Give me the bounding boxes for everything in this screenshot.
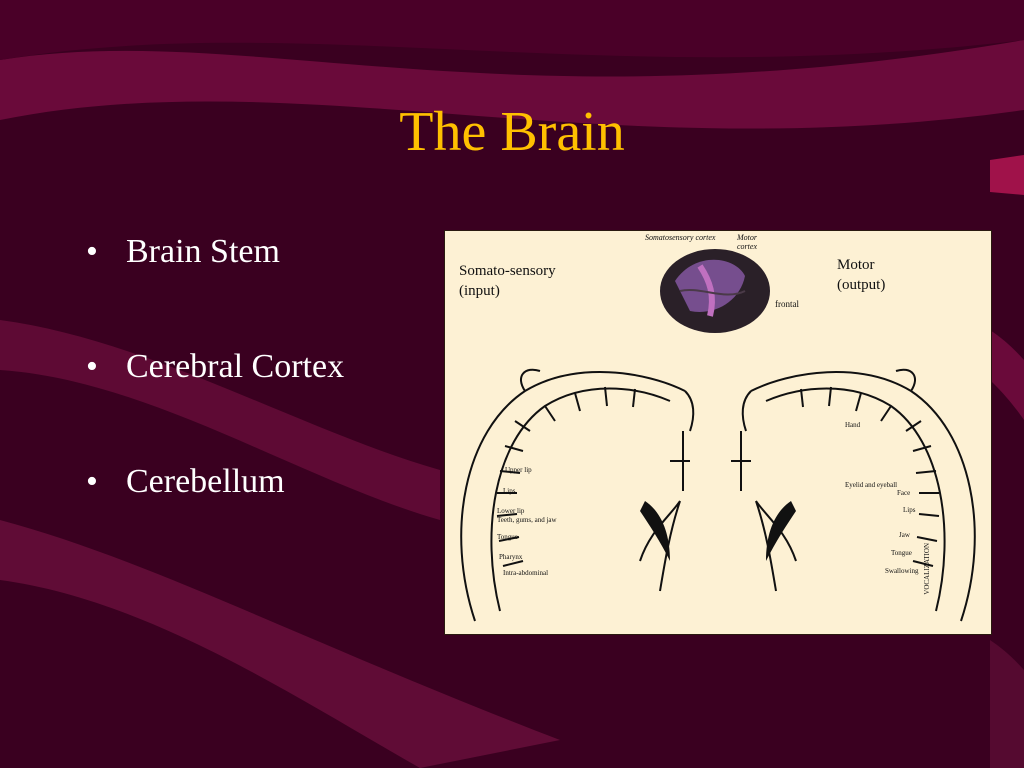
motor-part-label: Lips xyxy=(903,506,916,514)
bullet-icon: • xyxy=(86,348,98,385)
motor-ticks xyxy=(800,386,940,567)
brain-illustration xyxy=(660,249,770,333)
motor-label: Motor xyxy=(837,257,875,273)
motor-part-label: VOCALIZATION xyxy=(923,543,931,595)
somatosensory-sub: (input) xyxy=(459,283,500,299)
sensory-ticks xyxy=(496,386,636,567)
cortex-left-label: Somatosensory cortex xyxy=(645,233,716,242)
bullet-list: • Brain Stem • Cerebral Cortex • Cerebellum xyxy=(86,225,344,570)
sensory-part-label: Teeth, gums, and jaw xyxy=(497,516,557,524)
bullet-text: Cerebral Cortex xyxy=(126,348,345,385)
sensory-part-label: Pharynx xyxy=(499,553,523,561)
motor-part-label: Hand xyxy=(845,421,861,429)
sensory-hemisphere xyxy=(460,368,695,622)
sensory-part-label: Lower lip xyxy=(497,507,525,515)
homunculus-drawing xyxy=(460,249,976,622)
bullet-text: Brain Stem xyxy=(126,233,280,270)
motor-part-label: Jaw xyxy=(899,531,910,539)
cortex-right-label: Motor cortex xyxy=(737,233,757,251)
bullet-icon: • xyxy=(86,463,98,500)
bullet-icon: • xyxy=(86,233,98,270)
bullet-item: • Cerebellum xyxy=(86,455,344,570)
bullet-item: • Cerebral Cortex xyxy=(86,340,344,455)
motor-hemisphere xyxy=(731,368,976,622)
sensory-part-label: Lips xyxy=(503,487,516,495)
frontal-label: frontal xyxy=(775,299,799,309)
sensory-part-label: Upper lip xyxy=(505,466,532,474)
bullet-text: Cerebellum xyxy=(126,463,285,500)
motor-sub: (output) xyxy=(837,277,886,293)
somatosensory-label: Somato-sensory xyxy=(459,263,556,279)
bullet-item: • Brain Stem xyxy=(86,225,344,340)
sensory-part-label: Intra-abdominal xyxy=(503,569,549,577)
motor-part-label: Tongue xyxy=(891,549,912,557)
sensory-part-label: Tongue xyxy=(497,533,518,541)
motor-part-label: Swallowing xyxy=(885,567,919,575)
slide-title: The Brain xyxy=(399,101,625,163)
motor-part-label: Face xyxy=(897,489,911,497)
motor-part-label: Eyelid and eyeball xyxy=(845,481,898,489)
homunculus-figure: Somato-sensory (input) Motor (output) So… xyxy=(444,230,992,635)
